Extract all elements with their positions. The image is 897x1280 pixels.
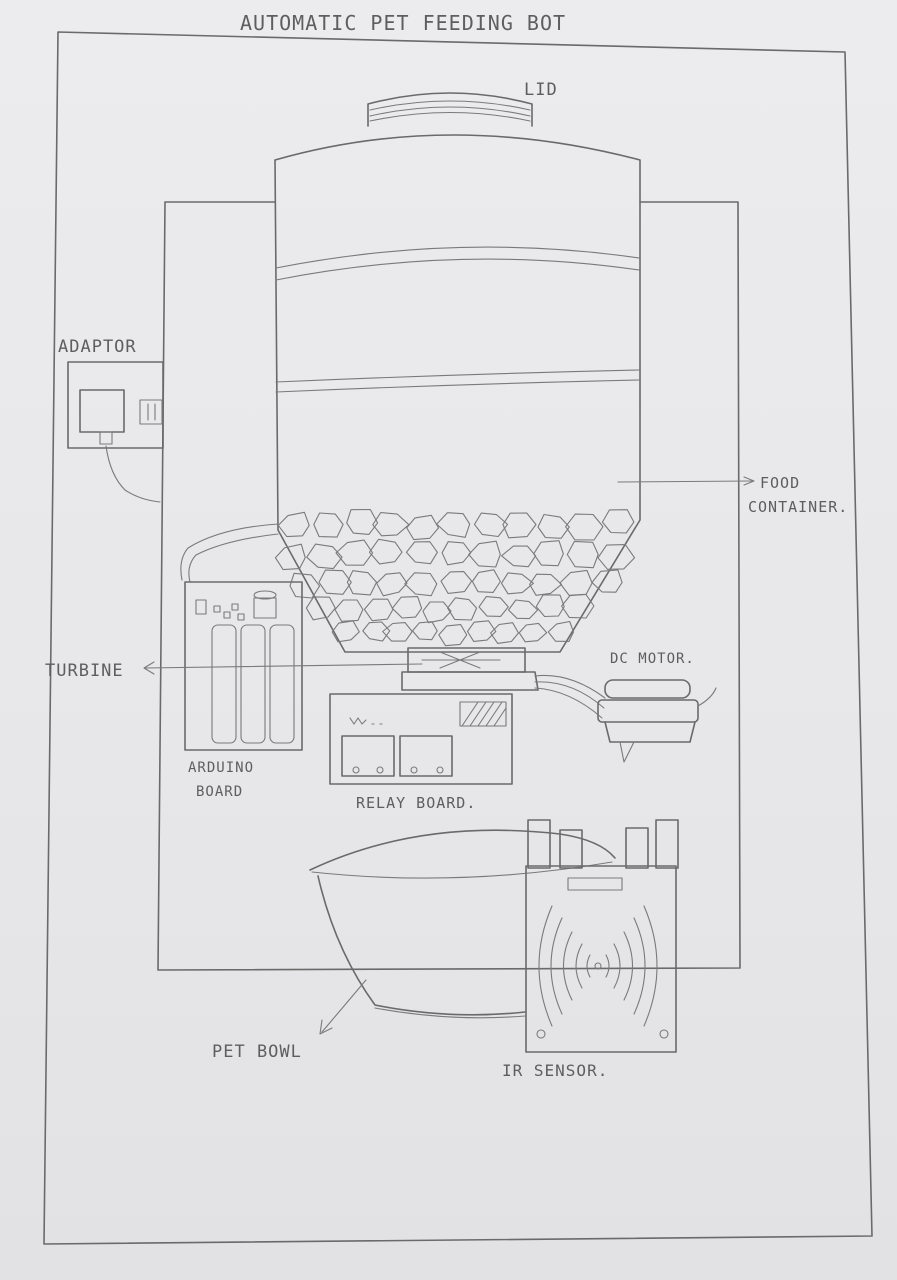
food-pellet [406, 542, 437, 564]
label-adaptor: ADAPTOR [58, 337, 137, 357]
food-pellet [469, 541, 501, 567]
label-dc-motor: DC MOTOR. [610, 651, 695, 667]
food-pellet [363, 622, 390, 641]
food-pellet [423, 602, 451, 623]
label-food-container-line2: CONTAINER. [748, 498, 848, 516]
food-pellet [383, 623, 413, 642]
food-pellet [502, 546, 536, 567]
food-pellet [290, 573, 320, 598]
diagram-title: AUTOMATIC PET FEEDING BOT [240, 11, 566, 35]
food-pellet [509, 600, 538, 619]
ir-sensor [526, 820, 678, 1052]
food-pellet [439, 625, 467, 646]
food-pellet [377, 573, 407, 596]
label-ir-sensor: IR SENSOR. [502, 1061, 608, 1080]
food-pellet [336, 540, 373, 565]
food-pellet [560, 570, 592, 595]
label-arduino-line1: ARDUINO [188, 760, 254, 776]
label-turbine: TURBINE [45, 661, 124, 681]
food-pellet [602, 510, 634, 533]
food-pellet [364, 599, 393, 621]
food-pellet [347, 571, 376, 595]
food-pellet [448, 598, 477, 620]
food-pellet [472, 570, 500, 593]
food-pellet [567, 541, 598, 567]
food-pellet [307, 544, 342, 569]
food-pellet [314, 513, 343, 537]
food-pellet [479, 597, 508, 617]
food-container [275, 135, 640, 652]
food-pellet [534, 541, 564, 566]
back-frame [158, 202, 740, 970]
food-pellet [392, 597, 421, 618]
food-pellet [598, 545, 635, 570]
food-pellet [413, 622, 438, 640]
food-pellet [548, 622, 573, 642]
lid [368, 93, 532, 126]
page-border [44, 32, 872, 1244]
food-pellet [369, 539, 402, 564]
label-arduino-line2: BOARD [196, 784, 243, 800]
wire-arduino [181, 524, 278, 582]
pet-bowl [310, 830, 615, 1018]
label-food-container-line1: FOOD [760, 474, 800, 492]
food-pellet [530, 574, 562, 595]
turbine [402, 648, 538, 690]
food-pellet [332, 621, 359, 642]
relay-board [330, 694, 512, 784]
food-pellet [437, 513, 470, 538]
food-pellet [519, 623, 547, 641]
food-pellet [347, 510, 378, 535]
food-pellet [502, 573, 534, 594]
food-pellet [335, 600, 363, 621]
food-pellets [275, 510, 634, 646]
food-pellet [407, 515, 439, 539]
food-pellet [468, 621, 496, 642]
food-pellet [405, 573, 437, 596]
food-pellet [278, 512, 309, 536]
label-relay-board: RELAY BOARD. [356, 794, 476, 812]
label-pet-bowl: PET BOWL [212, 1042, 302, 1062]
food-pellet [442, 542, 471, 565]
label-lid: LID [524, 80, 558, 100]
food-container-pointer [618, 477, 754, 485]
food-pellet [373, 513, 409, 536]
pet-bowl-pointer [320, 980, 366, 1034]
food-pellet [538, 515, 569, 539]
dc-motor [535, 675, 716, 762]
adaptor [68, 362, 163, 502]
food-pellet [441, 572, 472, 594]
food-pellet [562, 594, 594, 618]
food-pellet [319, 570, 351, 594]
food-pellet [536, 595, 564, 617]
food-pellet [275, 544, 305, 569]
food-pellet [503, 513, 536, 538]
food-pellet [566, 514, 603, 540]
